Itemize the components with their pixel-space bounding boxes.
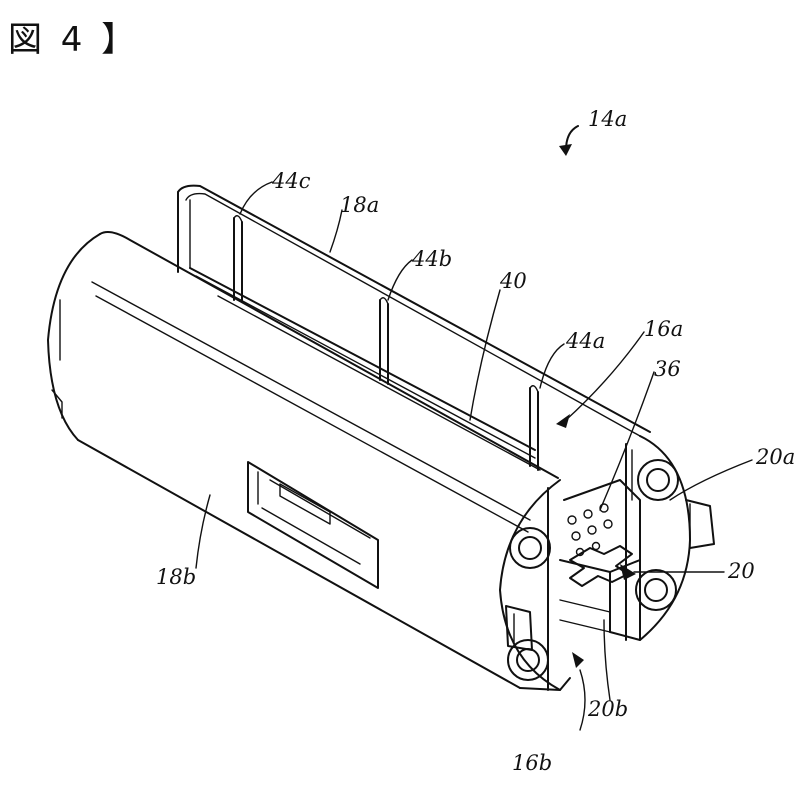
label-16a: 16a [644, 317, 683, 341]
latch-window [248, 462, 378, 588]
end-cap-lower-16b [500, 480, 560, 690]
label-18a: 18a [340, 193, 379, 217]
label-36: 36 [654, 357, 681, 381]
label-20b: 20b [587, 697, 628, 721]
label-40: 40 [499, 269, 527, 293]
inner-block-20 [560, 480, 640, 640]
label-20: 20 [727, 559, 755, 583]
leader-lines [196, 126, 752, 730]
label-16b: 16b [512, 751, 552, 775]
label-44b: 44b [411, 247, 452, 271]
label-44c: 44c [271, 169, 311, 193]
reference-labels: 14a 44c 18a 44b 40 44a 16a 36 20a 20 18b… [156, 107, 795, 775]
label-14a: 14a [588, 107, 627, 131]
label-20a: 20a [755, 445, 795, 469]
upper-housing-18a [178, 186, 650, 470]
label-44a: 44a [565, 329, 605, 353]
lower-housing-18b [48, 232, 570, 690]
clip-44c [234, 216, 242, 302]
label-18b: 18b [156, 565, 196, 589]
